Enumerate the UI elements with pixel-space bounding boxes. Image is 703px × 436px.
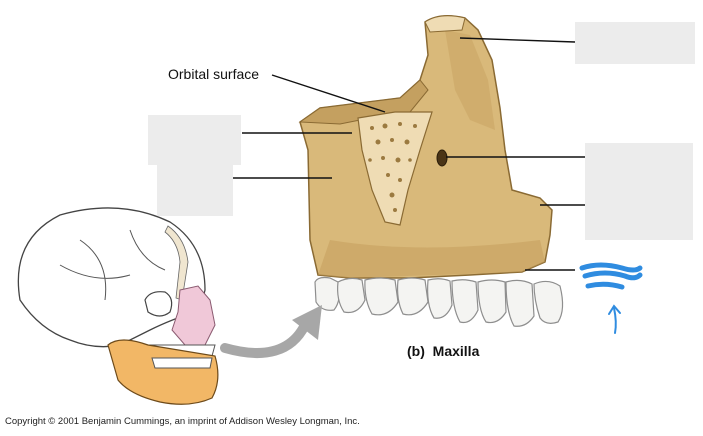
leader-orbital-surface <box>271 74 386 113</box>
tooth <box>396 277 429 316</box>
tooth <box>314 276 340 311</box>
blue-arrow <box>608 304 621 334</box>
frontal-process-tip <box>424 15 466 33</box>
blank-label-box <box>575 22 695 64</box>
label-orbital-surface: Orbital surface <box>168 66 260 82</box>
inset-lower-teeth <box>151 357 213 369</box>
caption-part: (b) <box>407 343 425 359</box>
pointer-arrow <box>220 320 310 359</box>
upper-teeth <box>314 276 564 327</box>
copyright-notice: Copyright © 2001 Benjamin Cummings, an i… <box>5 416 360 427</box>
alveolar-shading <box>318 240 545 278</box>
leader-frontal-process <box>459 37 576 43</box>
caption-title: Maxilla <box>432 343 480 359</box>
blank-label-box <box>585 143 693 240</box>
mandible <box>107 339 219 405</box>
cranium-rim <box>164 225 189 301</box>
cranium-suture <box>59 229 166 301</box>
skull-inset <box>17 207 219 405</box>
figure-caption: (b) Maxilla <box>407 343 479 359</box>
bone-pores <box>368 122 417 212</box>
tooth <box>451 279 479 324</box>
tooth <box>477 279 507 324</box>
maxilla-bone <box>299 15 553 279</box>
orbit <box>144 291 173 317</box>
blue-scribble <box>579 262 643 290</box>
blank-label-box <box>157 164 233 216</box>
tooth <box>364 277 399 316</box>
frontal-process-shading <box>445 30 495 130</box>
tooth <box>505 279 535 327</box>
tooth <box>427 278 453 319</box>
leader-lines <box>233 37 585 271</box>
tooth <box>337 277 366 314</box>
tooth <box>533 280 564 324</box>
infraorbital-foramen <box>436 149 448 167</box>
pointer-arrow-head <box>292 305 322 340</box>
blank-label-box <box>148 115 241 165</box>
